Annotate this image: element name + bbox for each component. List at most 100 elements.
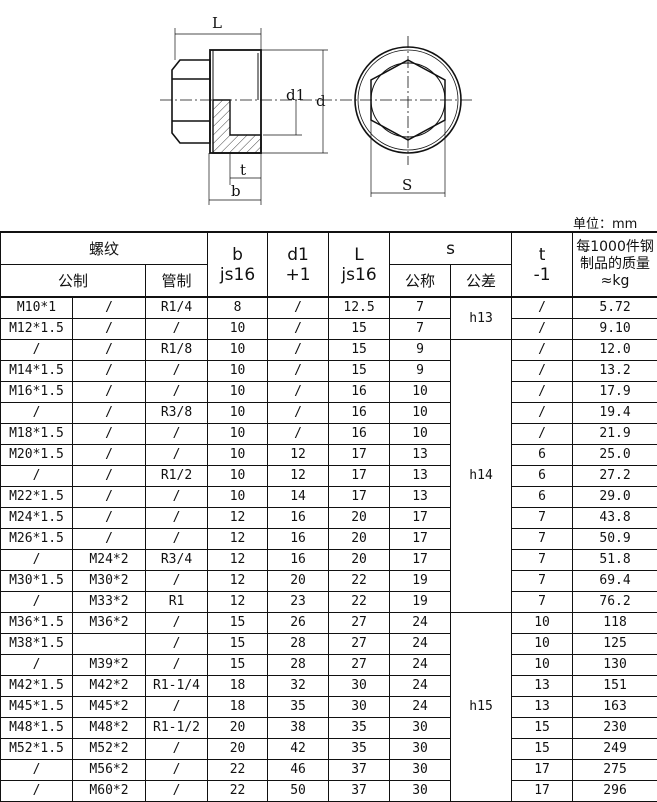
cell-t: / [512, 382, 573, 403]
cell-d1: 32 [268, 676, 329, 697]
cell-metric-coarse: / [73, 361, 146, 382]
cell-s: 24 [390, 613, 451, 634]
cell-d1: 28 [268, 655, 329, 676]
cell-d1: / [268, 424, 329, 445]
cell-s: 24 [390, 634, 451, 655]
cell-metric-fine: M22*1.5 [1, 487, 73, 508]
cell-metric-fine: M42*1.5 [1, 676, 73, 697]
cell-pipe: / [146, 319, 208, 340]
cell-mass: 249 [573, 739, 657, 760]
cell-pipe: R1 [146, 592, 208, 613]
cell-s: 24 [390, 676, 451, 697]
cell-L: 15 [329, 340, 390, 361]
header-t: t-1 [512, 232, 573, 297]
cell-metric-fine: / [1, 340, 73, 361]
cell-metric-fine: M48*1.5 [1, 718, 73, 739]
cell-d1: 42 [268, 739, 329, 760]
cell-pipe: / [146, 655, 208, 676]
cell-b: 15 [208, 655, 268, 676]
cell-d1: / [268, 340, 329, 361]
cell-mass: 12.0 [573, 340, 657, 361]
cell-b: 10 [208, 403, 268, 424]
cell-metric-fine: / [1, 550, 73, 571]
cell-L: 20 [329, 550, 390, 571]
dim-label-d: d [316, 92, 326, 110]
cell-mass: 43.8 [573, 508, 657, 529]
cell-mass: 163 [573, 697, 657, 718]
cell-d1: 28 [268, 634, 329, 655]
cell-b: 10 [208, 445, 268, 466]
cell-s: 13 [390, 487, 451, 508]
cell-s: 10 [390, 424, 451, 445]
cell-mass: 17.9 [573, 382, 657, 403]
cell-metric-coarse: / [73, 319, 146, 340]
cell-t: 10 [512, 613, 573, 634]
cell-pipe: / [146, 760, 208, 781]
cell-metric-fine: / [1, 592, 73, 613]
dim-label-S: S [402, 176, 412, 194]
cell-metric-coarse: M60*2 [73, 781, 146, 802]
cell-metric-coarse: / [73, 487, 146, 508]
cell-mass: 21.9 [573, 424, 657, 445]
cell-d1: 46 [268, 760, 329, 781]
cell-mass: 69.4 [573, 571, 657, 592]
cell-s: 13 [390, 466, 451, 487]
cell-metric-coarse: M56*2 [73, 760, 146, 781]
cell-metric-fine: M38*1.5 [1, 634, 73, 655]
cell-s: 19 [390, 571, 451, 592]
cell-pipe: / [146, 508, 208, 529]
cell-metric-coarse: / [73, 382, 146, 403]
cell-t: 13 [512, 676, 573, 697]
cell-s: 30 [390, 718, 451, 739]
cell-mass: 27.2 [573, 466, 657, 487]
cell-t: 17 [512, 781, 573, 802]
cell-b: 12 [208, 508, 268, 529]
cell-s: 10 [390, 382, 451, 403]
cell-metric-coarse: / [73, 403, 146, 424]
cell-pipe: / [146, 529, 208, 550]
cell-b: 22 [208, 781, 268, 802]
cell-s: 9 [390, 361, 451, 382]
cell-b: 12 [208, 529, 268, 550]
cell-mass: 51.8 [573, 550, 657, 571]
cell-d1: 26 [268, 613, 329, 634]
cell-t: 7 [512, 550, 573, 571]
cell-metric-fine: / [1, 403, 73, 424]
cell-metric-coarse: M33*2 [73, 592, 146, 613]
cell-mass: 50.9 [573, 529, 657, 550]
cell-L: 37 [329, 760, 390, 781]
cell-L: 30 [329, 697, 390, 718]
cell-mass: 29.0 [573, 487, 657, 508]
cell-pipe: / [146, 424, 208, 445]
cell-pipe: R1/8 [146, 340, 208, 361]
cell-s-tolerance-group: h14 [451, 340, 512, 613]
cell-L: 15 [329, 319, 390, 340]
cell-L: 30 [329, 676, 390, 697]
cell-L: 16 [329, 403, 390, 424]
cell-d1: / [268, 361, 329, 382]
cell-s: 17 [390, 508, 451, 529]
cell-mass: 125 [573, 634, 657, 655]
cell-t: / [512, 319, 573, 340]
cell-L: 20 [329, 508, 390, 529]
cell-metric-fine: M26*1.5 [1, 529, 73, 550]
cell-s: 13 [390, 445, 451, 466]
cell-mass: 9.10 [573, 319, 657, 340]
cell-L: 16 [329, 382, 390, 403]
cell-pipe: R3/8 [146, 403, 208, 424]
cell-s: 7 [390, 319, 451, 340]
cell-metric-coarse: M45*2 [73, 697, 146, 718]
cell-b: 10 [208, 466, 268, 487]
cell-b: 8 [208, 297, 268, 319]
cell-metric-fine: M52*1.5 [1, 739, 73, 760]
cell-b: 10 [208, 424, 268, 445]
